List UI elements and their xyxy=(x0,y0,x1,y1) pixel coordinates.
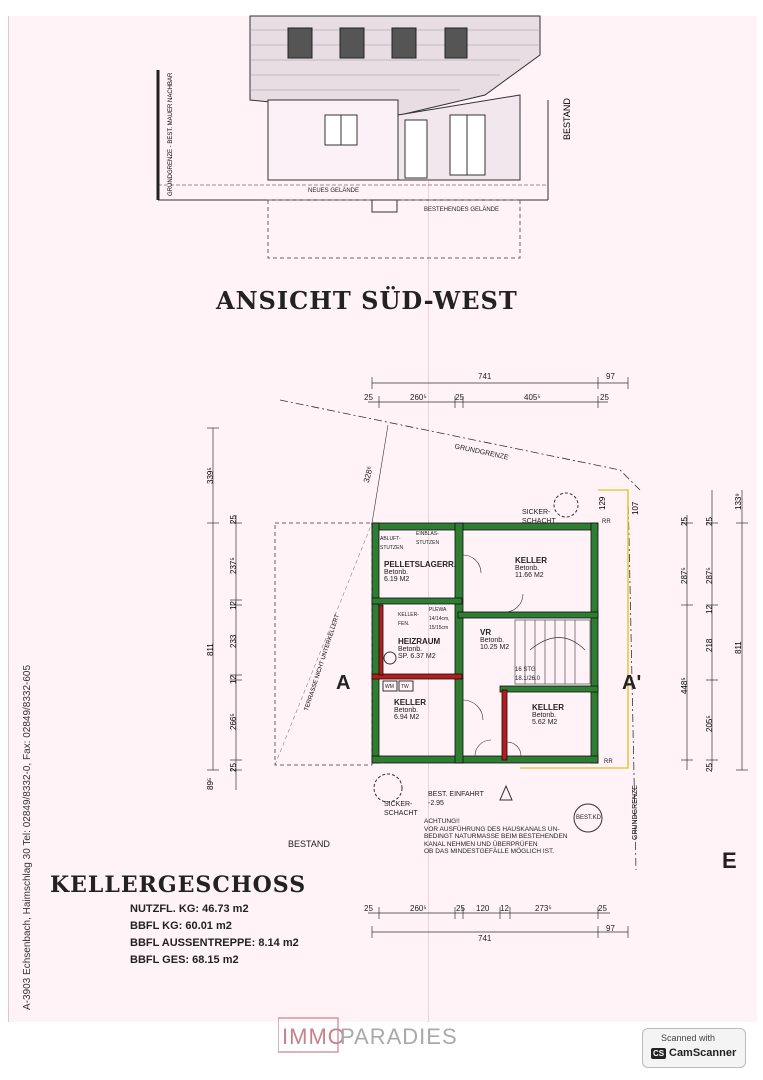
section-a-left: A xyxy=(336,672,351,694)
camscanner-badge-icon: CS xyxy=(651,1048,667,1059)
dim-top-e: 25 xyxy=(600,393,609,402)
logo-immo: IMMO xyxy=(282,1024,346,1049)
paper-fold xyxy=(428,16,429,1022)
dim-bottom-g: 25 xyxy=(598,904,607,913)
bestand-plan-label: BESTAND xyxy=(288,839,330,849)
room-keller-2: KELLER Betonb. 6.94 M2 xyxy=(394,698,426,721)
dim-right-448: 448⁵ xyxy=(680,677,689,694)
stat-bbfl-kg: BBFL KG: 60.01 m2 xyxy=(130,920,232,932)
bestehendes-gelaende-label: BESTEHENDES GELÄNDE xyxy=(424,207,500,213)
dim-bottom-c: 25 xyxy=(456,904,465,913)
dim-right-287b: 287⁵ xyxy=(705,567,714,584)
dim-bottom-right: 97 xyxy=(606,924,615,933)
kellerfen-label: KELLER- FEN. xyxy=(398,612,419,627)
dim-right-133: 133⁹ xyxy=(734,493,743,510)
dim-right-25c: 25 xyxy=(705,517,714,526)
dim-top-right: 97 xyxy=(606,372,615,381)
sicker-top-label: SICKER- SCHACHT xyxy=(522,509,556,525)
dim-left-237: 237⁵ xyxy=(229,557,238,574)
blueprint-sheet xyxy=(8,16,757,1022)
rr-label: RR xyxy=(602,519,611,525)
dim-bottom-d: 120 xyxy=(476,904,490,913)
dim-right-287: 287⁵ xyxy=(680,567,689,584)
dim-bottom-e: 12 xyxy=(500,904,509,913)
dim-left-266: 266⁵ xyxy=(229,713,238,730)
dim-bottom-total: 741 xyxy=(478,934,492,943)
dim-bottom-b: 260⁵ xyxy=(410,904,427,913)
area-stats: NUTZFL. KG: 46.73 m2 BBFL KG: 60.01 m2 B… xyxy=(130,903,299,966)
dim-left-233: 233 xyxy=(229,634,238,648)
best-kd-label: BEST.KD xyxy=(576,815,602,821)
dim-right-129: 129 xyxy=(598,496,607,510)
stat-bbfl-aussentreppe: BBFL AUSSENTREPPE: 8.14 m2 xyxy=(130,937,299,949)
dim-right-25a: 25 xyxy=(680,517,689,526)
dim-left-12b: 12 xyxy=(229,675,238,684)
dim-right-25b: 25 xyxy=(705,763,714,772)
achtung-note: ACHTUNG!! VOR AUSFÜHRUNG DES HAUSKANALS … xyxy=(424,818,568,855)
room-keller-3: KELLER Betonb. 5.62 M2 xyxy=(532,703,564,726)
logo-paradies: PARADIES xyxy=(340,1024,458,1049)
rr2-label: RR xyxy=(604,759,613,765)
dim-right-205: 205⁵ xyxy=(705,715,714,732)
elevation-title: ANSICHT SÜD-WEST xyxy=(216,286,518,315)
stat-nutzfl: NUTZFL. KG: 46.73 m2 xyxy=(130,903,249,915)
dim-left-339: 339⁵ xyxy=(206,467,215,484)
dim-left-25b: 25 xyxy=(229,763,238,772)
neues-gelaende-label: NEUES GELÄNDE xyxy=(308,188,360,194)
stairs-label: 16 STG 18.1/26.0 xyxy=(515,667,541,682)
logo-graphic xyxy=(278,1017,339,1053)
dim-top-b: 260⁵ xyxy=(410,393,427,402)
dim-bottom-a: 25 xyxy=(364,904,373,913)
stat-bbfl-ges: BBFL GES: 68.15 m2 xyxy=(130,954,239,966)
dim-left-89: 89⁵ xyxy=(206,777,215,790)
dim-top-total: 741 xyxy=(478,372,492,381)
dim-top-d: 405⁵ xyxy=(524,393,541,402)
floor-title: KELLERGESCHOSS xyxy=(50,872,307,898)
dim-left-12a: 12 xyxy=(229,601,238,610)
section-a-right: A' xyxy=(622,672,642,694)
side-address: A-3903 Echsenbach, Haimschlag 30 Tel: 02… xyxy=(22,664,33,1010)
section-e-right: E xyxy=(722,848,737,873)
abluft-label: ABLUFT- STUTZEN xyxy=(380,536,404,551)
plewa-label: PLEWA 14/14cm, 15/15cm xyxy=(429,607,450,631)
room-pelletslager: PELLETSLAGERR. Betonb. 6.19 M2 xyxy=(384,560,457,583)
immoparadies-logo: IMMO PARADIES xyxy=(278,1012,457,1058)
dim-top-a: 25 xyxy=(364,393,373,402)
camscanner-line2: CamScanner xyxy=(669,1047,737,1059)
sicker-bottom-label: SICKER- SCHACHT xyxy=(384,801,418,817)
dim-right-218: 218 xyxy=(705,638,714,652)
wm-label: WM xyxy=(385,684,394,690)
dim-right-107: 107 xyxy=(631,501,640,515)
dim-right-12: 12 xyxy=(705,605,714,614)
room-heizraum: HEIZRAUM Betonb. SP. 6.37 M2 xyxy=(398,637,441,660)
dim-right-811: 811 xyxy=(734,641,743,654)
dim-left-total: 811 xyxy=(206,643,215,656)
dim-left-25a: 25 xyxy=(229,515,238,524)
room-vr: VR Betonb. 10.25 M2 xyxy=(480,628,510,651)
best-einfahrt-label: BEST. EINFAHRT -2.95 xyxy=(428,791,484,807)
tw-label: TW xyxy=(401,684,409,690)
camscanner-line1: Scanned with xyxy=(661,1033,716,1043)
camscanner-badge: Scanned with CS CamScanner xyxy=(642,1028,746,1068)
dim-bottom-f: 273⁵ xyxy=(535,904,552,913)
grundgrenze-vertical-label: GRUNDGRENZE xyxy=(632,785,639,840)
room-keller-1: KELLER Betonb. 11.66 M2 xyxy=(515,556,547,579)
einblas-label: EINBLAS- STUTZEN xyxy=(416,531,440,546)
dim-top-c: 25 xyxy=(455,393,464,402)
